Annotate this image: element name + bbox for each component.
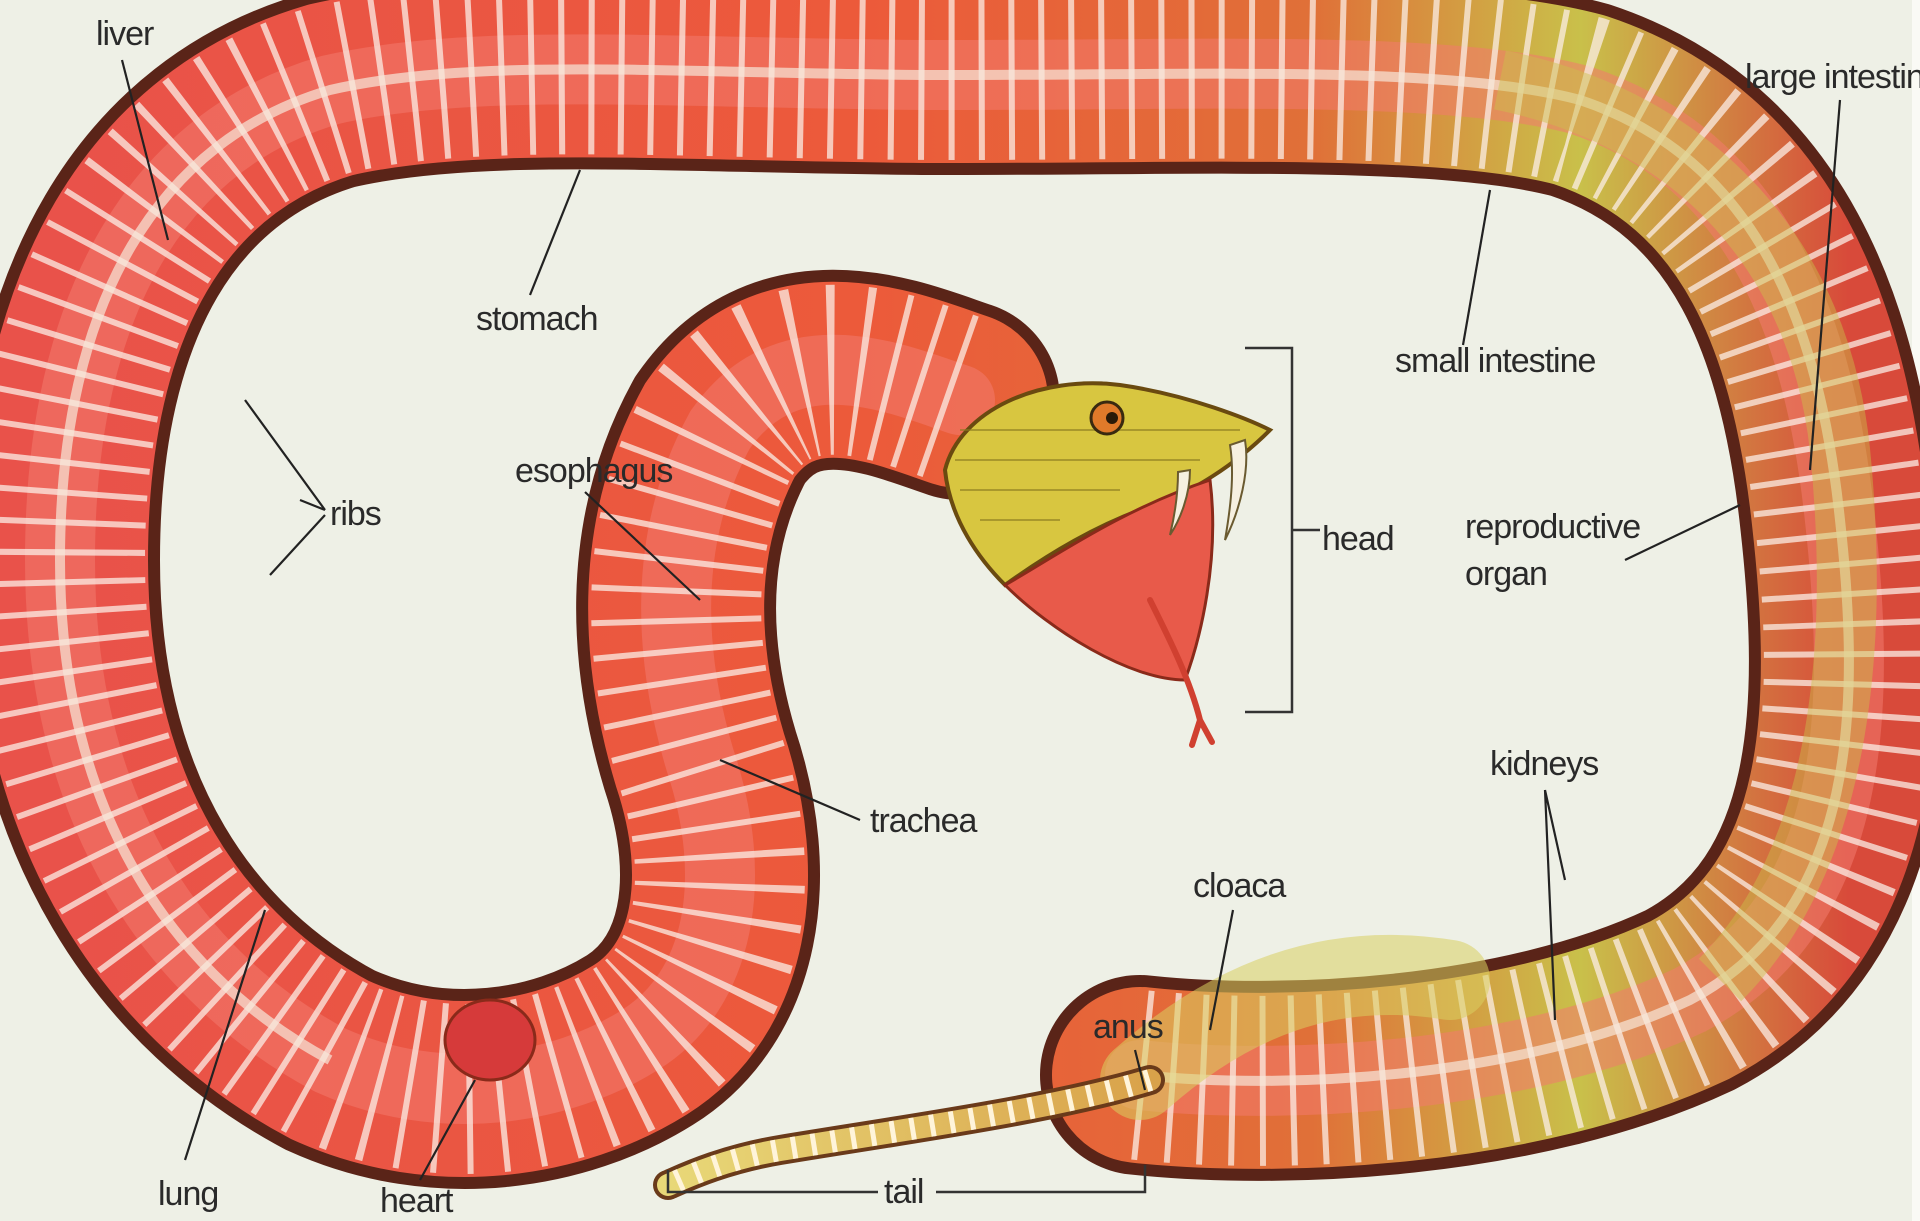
label-trachea: trachea (870, 802, 977, 840)
label-anus: anus (1093, 1008, 1163, 1046)
label-reproductive-organ-line1: reproductive (1465, 508, 1640, 546)
label-liver: liver (96, 15, 154, 53)
label-kidneys: kidneys (1490, 745, 1598, 783)
label-heart: heart (380, 1182, 454, 1220)
label-reproductive-organ-line2: organ (1465, 555, 1547, 593)
heart-organ (445, 1000, 535, 1080)
label-tail: tail (884, 1173, 923, 1211)
label-head: head (1322, 520, 1394, 558)
label-small-intestine: small intestine (1395, 342, 1596, 380)
label-stomach: stomach (476, 300, 598, 338)
label-cloaca: cloaca (1193, 867, 1286, 905)
label-esophagus: esophagus (515, 452, 672, 490)
label-lung: lung (158, 1175, 218, 1213)
label-large-intestine: large intestine (1745, 58, 1920, 96)
label-ribs: ribs (330, 495, 381, 533)
pupil (1106, 412, 1118, 424)
